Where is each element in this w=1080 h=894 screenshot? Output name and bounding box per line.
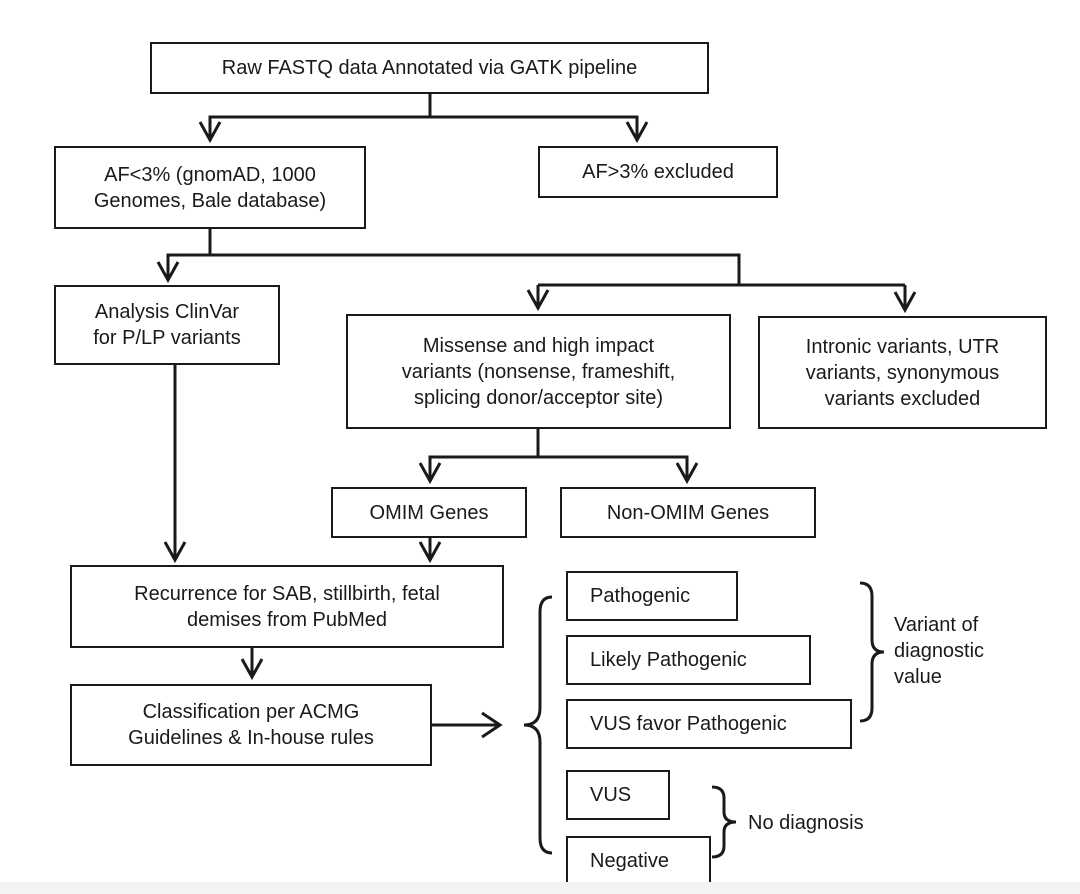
- arrowhead: [526, 289, 550, 312]
- vus-box: VUS: [566, 770, 670, 820]
- arrowhead: [625, 121, 649, 144]
- outcome-brace: [523, 595, 553, 855]
- arrowhead: [418, 541, 442, 564]
- arrowhead: [240, 658, 264, 681]
- classification-box: Classification per ACMG Guidelines & In-…: [70, 684, 432, 766]
- arrowhead: [198, 121, 222, 144]
- arrowhead: [156, 261, 180, 284]
- arrowhead: [418, 462, 442, 485]
- arrowhead: [675, 462, 699, 485]
- af-high-box: AF>3% excluded: [538, 146, 778, 198]
- arrowhead: [163, 541, 187, 564]
- non-omim-genes-box: Non-OMIM Genes: [560, 487, 816, 538]
- clinvar-box: Analysis ClinVar for P/LP variants: [54, 285, 280, 365]
- diagnostic-value-label: Variant of diagnostic value: [894, 614, 985, 688]
- no-diagnosis-label: No diagnosis: [748, 812, 864, 834]
- missense-box: Missense and high impact variants (nonse…: [346, 314, 731, 429]
- connector-af-split: [166, 228, 907, 310]
- arrowhead: [481, 711, 503, 739]
- recurrence-box: Recurrence for SAB, stillbirth, fetal de…: [70, 565, 504, 648]
- intronic-box: Intronic variants, UTR variants, synonym…: [758, 316, 1047, 429]
- vus-favor-pathogenic-box: VUS favor Pathogenic: [566, 699, 852, 749]
- page-edge: [0, 882, 1080, 894]
- arrowhead: [893, 291, 917, 314]
- no-diagnosis-brace: [711, 785, 737, 859]
- connector-missense-genes: [428, 428, 689, 481]
- pathogenic-box: Pathogenic: [566, 571, 738, 621]
- likely-pathogenic-box: Likely Pathogenic: [566, 635, 811, 685]
- diagnostic-brace: [859, 581, 885, 723]
- omim-genes-box: OMIM Genes: [331, 487, 527, 538]
- negative-box: Negative: [566, 836, 711, 886]
- raw-fastq-box: Raw FASTQ data Annotated via GATK pipeli…: [150, 42, 709, 94]
- connector-raw-split: [208, 92, 639, 140]
- af-low-box: AF<3% (gnomAD, 1000 Genomes, Bale databa…: [54, 146, 366, 229]
